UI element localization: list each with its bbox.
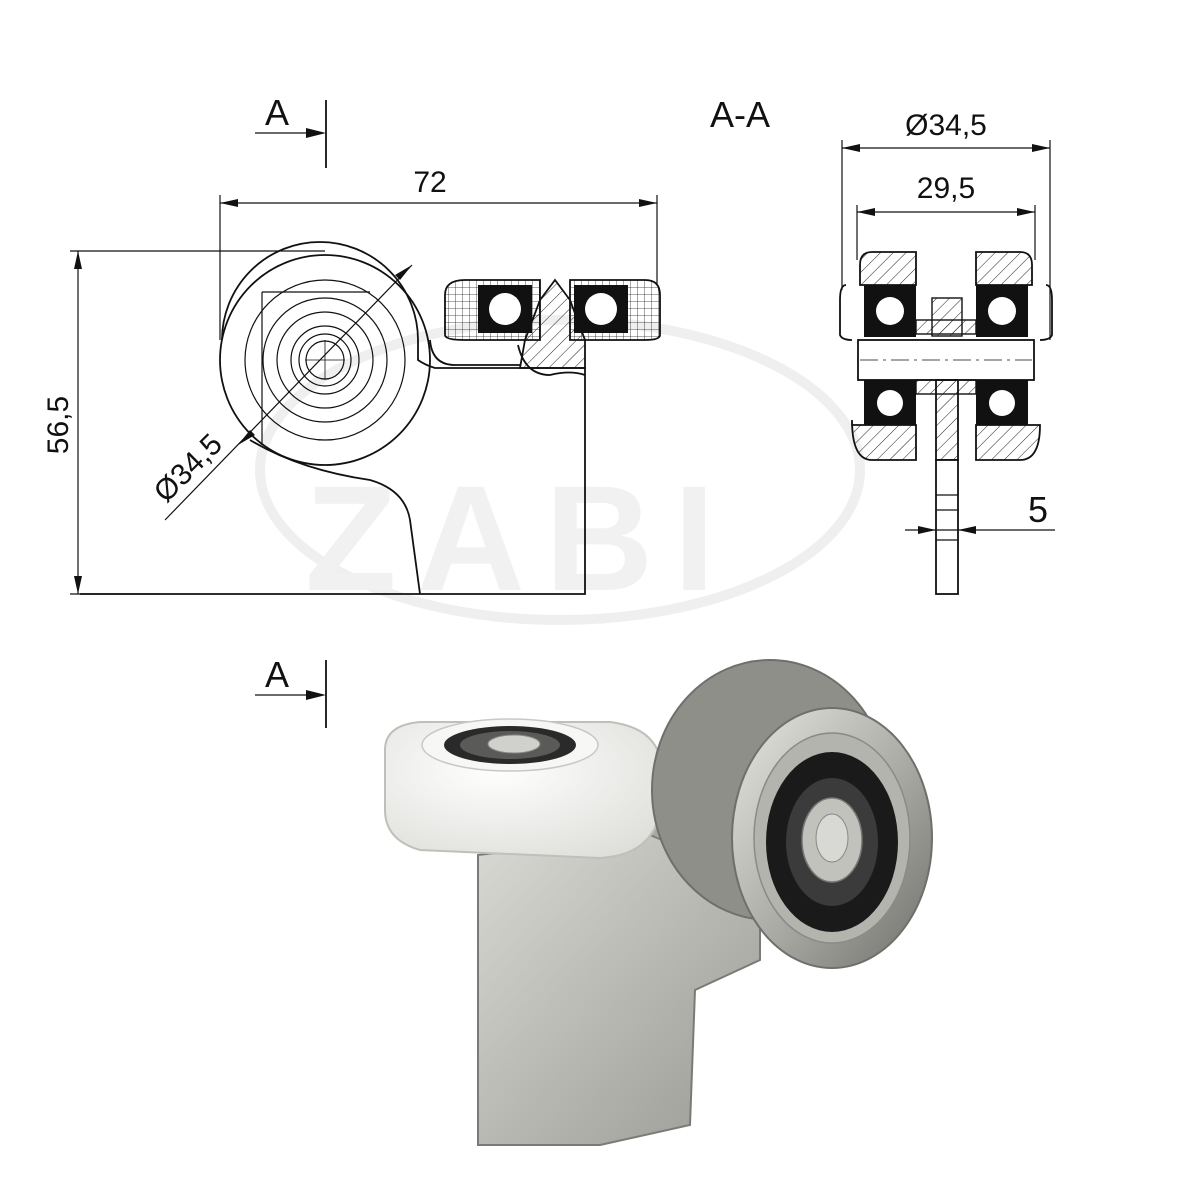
section-view: A-A Ø34,5 29,5 [710, 94, 1055, 595]
section-diameter-label: Ø34,5 [905, 109, 987, 142]
dimension-height: 56,5 [42, 250, 325, 595]
dimension-width: 72 [219, 166, 658, 340]
section-marker-bottom: A [255, 654, 327, 728]
front-wheel [219, 254, 431, 466]
nylon-roller [384, 718, 663, 860]
plate-thickness-label: 5 [1028, 489, 1048, 530]
section-letter-bottom: A [265, 654, 289, 695]
inner-width-label: 29,5 [917, 172, 975, 205]
steel-wheel [651, 659, 933, 969]
dimension-inner-width: 29,5 [856, 172, 1036, 260]
section-letter-top: A [265, 92, 289, 133]
section-title: A-A [710, 94, 770, 135]
section-marker-top: A [255, 92, 327, 168]
product-render [384, 659, 933, 1146]
dimension-section-diameter: Ø34,5 [841, 109, 1051, 340]
dimension-plate-thickness: 5 [905, 489, 1055, 534]
guide-roller-section [429, 278, 661, 376]
dimension-height-label: 56,5 [42, 396, 75, 454]
dimension-width-label: 72 [413, 166, 446, 199]
